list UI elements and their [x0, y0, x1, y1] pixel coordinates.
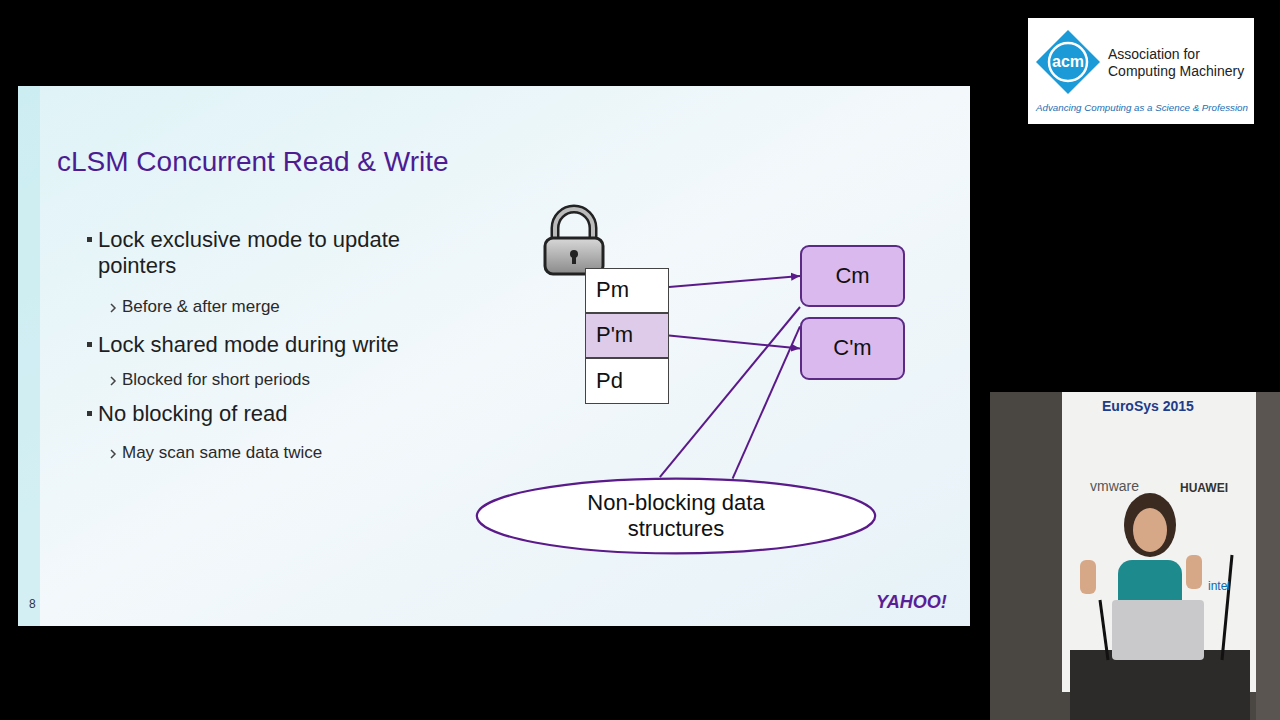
bullet-text: Lock shared mode during write	[98, 332, 399, 358]
component-box: C'm	[800, 317, 905, 380]
sub-bullet-chevron	[111, 377, 115, 385]
acm-logo-text: acm	[1048, 52, 1088, 71]
company-logo-text: YAHOO!	[876, 592, 947, 614]
component-box: Cm	[800, 245, 905, 307]
sponsor-name: vmware	[1090, 478, 1139, 495]
slide-panel	[18, 86, 970, 626]
sub-bullet-text: Before & after merge	[122, 297, 280, 317]
sponsor-name: HUAWEI	[1180, 481, 1228, 495]
sub-bullet-text: May scan same data twice	[122, 443, 322, 463]
sub-bullet-chevron	[111, 304, 115, 312]
slide-number: 8	[29, 597, 36, 611]
microphone	[1100, 600, 1108, 660]
callout-ellipse: Non-blocking data structures	[474, 477, 878, 555]
slide-left-tint	[18, 86, 40, 626]
conference-banner	[1062, 392, 1256, 692]
bullet-square	[87, 411, 92, 416]
conference-name: EuroSys 2015	[1102, 398, 1194, 415]
node-text: Cm	[835, 263, 869, 289]
banner-stand	[1256, 392, 1280, 720]
acm-logo-panel	[1028, 18, 1254, 124]
bullet-square	[87, 342, 92, 347]
array-cell: P'm	[585, 313, 669, 358]
array-cell: Pm	[585, 268, 669, 313]
sub-bullet-text: Blocked for short periods	[122, 370, 310, 390]
podium	[1070, 650, 1250, 720]
camera-inset	[990, 392, 1280, 720]
slide-title: cLSM Concurrent Read & Write	[57, 145, 449, 179]
leader-line	[733, 326, 800, 478]
acm-diamond	[1036, 30, 1100, 94]
node-text: C'm	[833, 335, 871, 361]
organization-tagline: Advancing Computing as a Science & Profe…	[1036, 102, 1248, 114]
array-cell: Pd	[585, 358, 669, 404]
node-text: Pm	[596, 277, 629, 303]
organization-name: Association for Computing Machinery	[1108, 46, 1250, 80]
node-text: Non-blocking data structures	[566, 490, 786, 543]
node-text: P'm	[596, 322, 633, 348]
node-text: Pd	[596, 368, 623, 394]
sub-bullet-chevron	[111, 450, 115, 458]
bullet-text: No blocking of read	[98, 401, 288, 427]
microphone	[1222, 555, 1232, 660]
acm-circle	[1049, 43, 1087, 81]
laptop	[1112, 600, 1204, 660]
lock-icon	[545, 209, 603, 274]
pointer-arrow	[669, 336, 800, 349]
sponsor-name: intel	[1208, 579, 1230, 593]
pointer-arrow	[669, 276, 800, 287]
leader-line	[660, 307, 800, 477]
bullet-text: Lock exclusive mode to update pointers	[98, 227, 478, 280]
bullet-square	[87, 237, 92, 242]
